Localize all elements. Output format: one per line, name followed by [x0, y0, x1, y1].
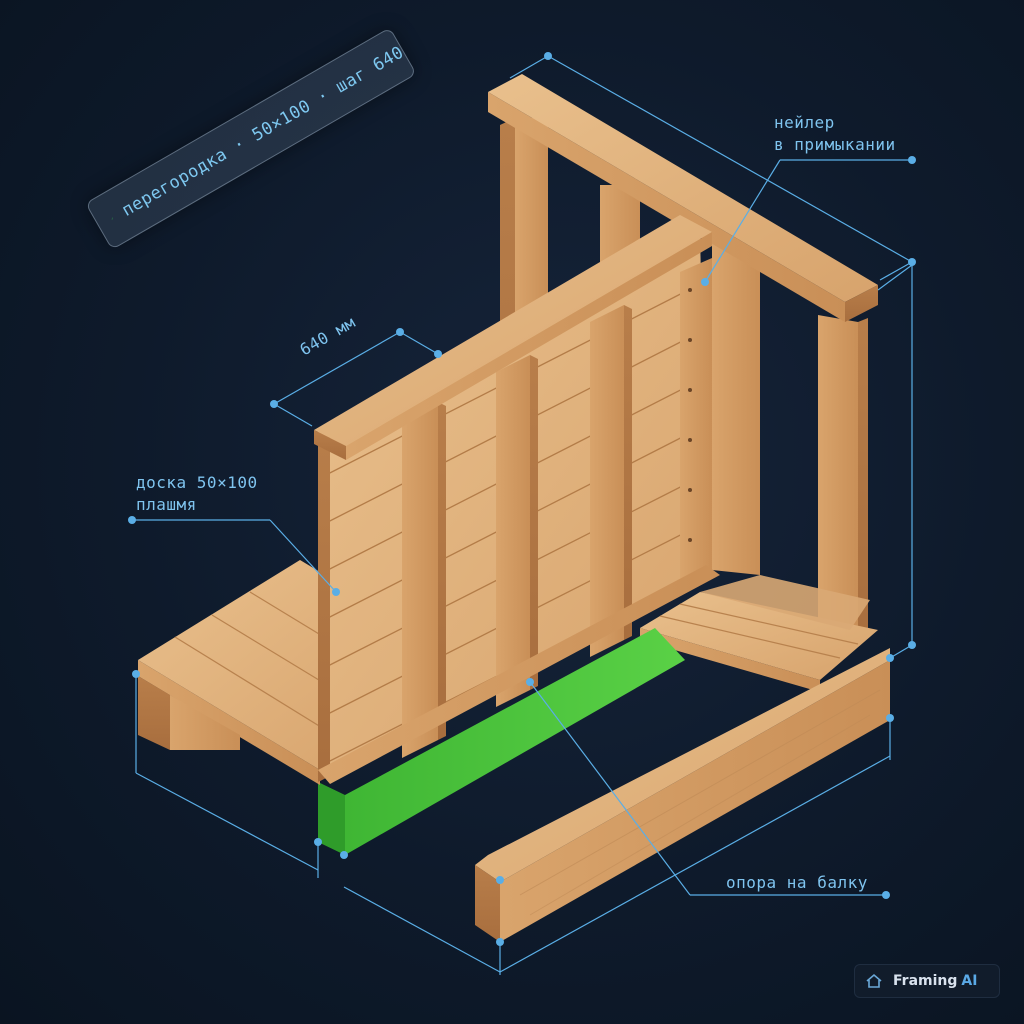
front-beam: [475, 648, 890, 942]
right-floor-boards: [640, 575, 878, 692]
nailer-callout-line2: в примыкании: [774, 135, 896, 154]
house-icon: [866, 973, 882, 988]
logo-suffix: AI: [961, 973, 978, 989]
framing-ai-logo: Framing AI: [854, 964, 1000, 998]
partition-spec-badge: перегородка · 50×100 · шаг 640: [85, 27, 417, 250]
board-callout-line2: плашмя: [136, 495, 197, 514]
checkmark-icon: [111, 217, 113, 220]
support-callout: опора на балку: [726, 873, 868, 892]
partition-wall: [314, 215, 720, 784]
logo-name: Framing: [893, 973, 958, 989]
board-callout-line1: доска 50×100: [136, 473, 258, 492]
nailer-callout-line1: нейлер: [774, 113, 835, 132]
board-callout: доска 50×100 плашмя: [136, 472, 258, 516]
support-beam-highlight: [318, 628, 685, 855]
annotation-lines: [132, 55, 913, 975]
nailer-callout: нейлер в примыкании: [774, 112, 896, 156]
annotation-dots: [128, 52, 916, 946]
